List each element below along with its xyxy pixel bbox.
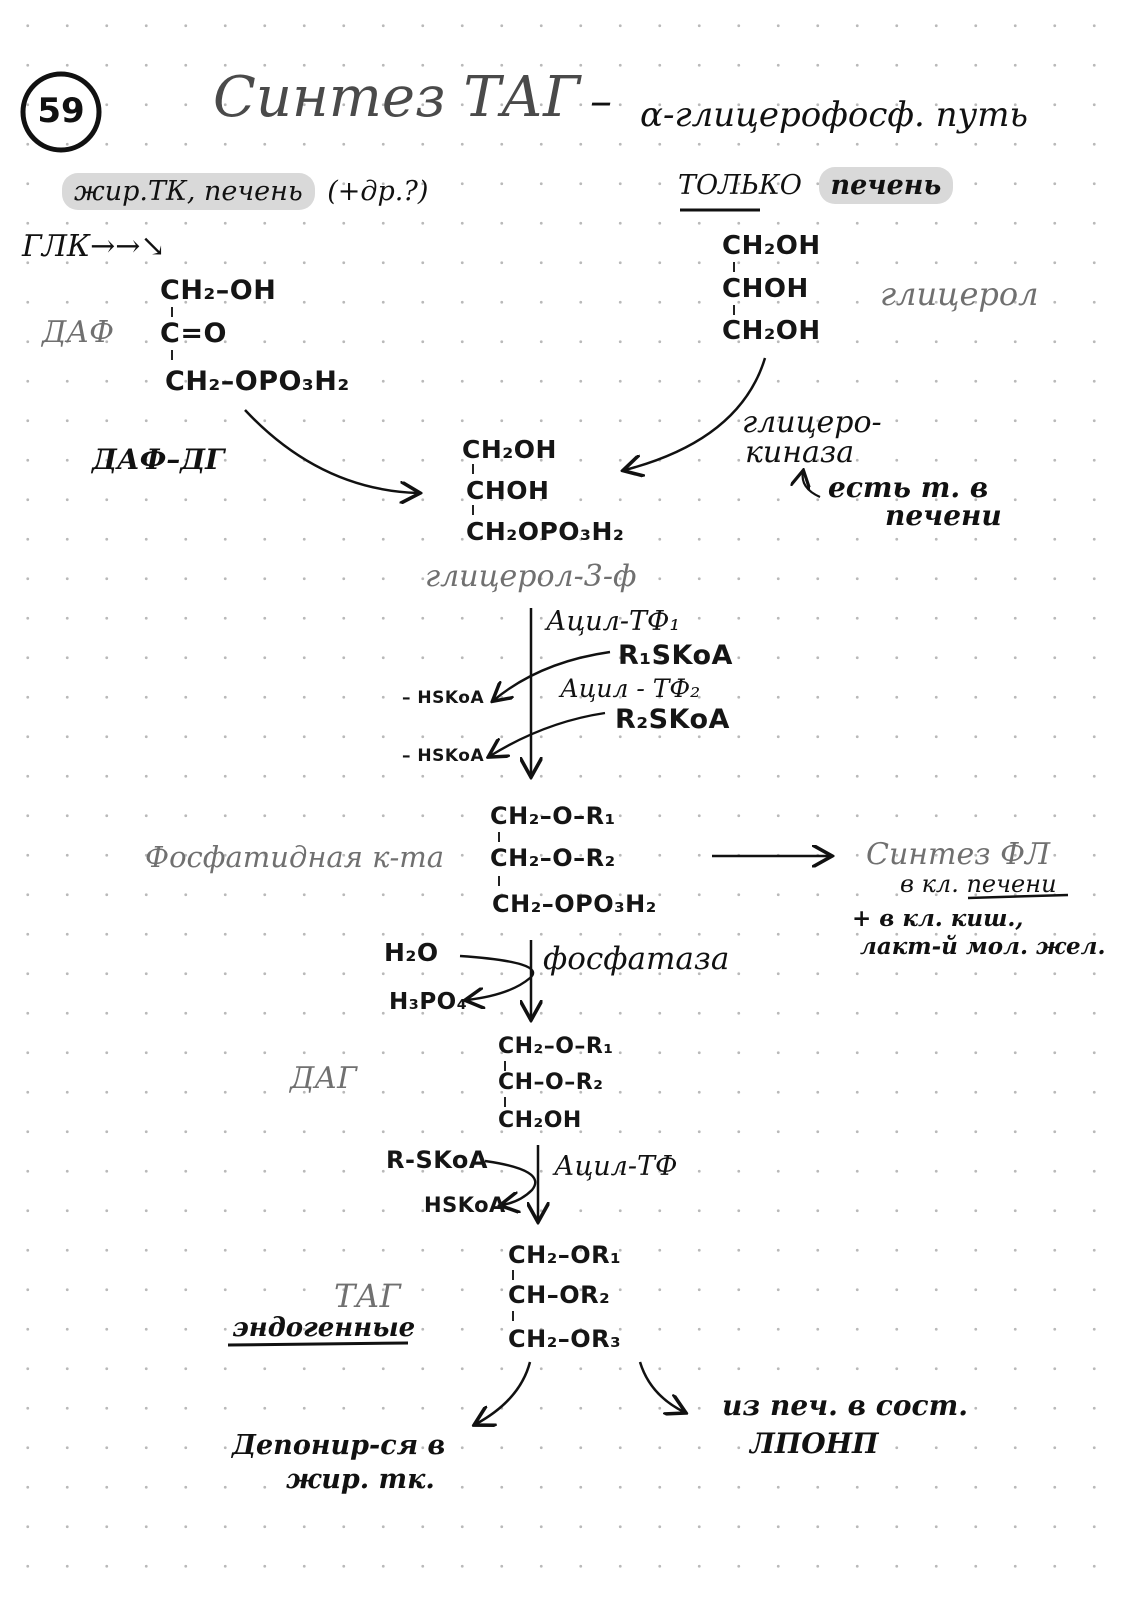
phosphatase-enzyme: фосфатаза	[543, 941, 730, 977]
only-label: ТОЛЬКО	[678, 170, 802, 201]
pa-line-3: CH₂–OPO₃H₂	[492, 890, 657, 918]
hskoa-1: – HSKoA	[402, 688, 485, 708]
tag-left-arrow	[476, 1361, 532, 1424]
tag-line-1: CH₂–OR₁	[508, 1241, 622, 1269]
pa-bond-2	[498, 876, 500, 886]
daf-line-3: CH₂–OPO₃H₂	[165, 366, 350, 397]
dag-label: ДАГ	[290, 1061, 357, 1096]
tissues-note: (+др.?)	[327, 176, 429, 207]
daf-to-g3p-arrow	[244, 409, 418, 493]
tag-line-3: CH₂–OR₃	[508, 1325, 622, 1353]
glycerol-line-2: CHOH	[722, 274, 809, 304]
water-acid-curve-arrow	[459, 954, 535, 1000]
glycerol-bond-2	[733, 305, 735, 315]
glycerokinase-line-2: киназа	[745, 435, 855, 470]
dag-line-3: CH₂OH	[498, 1108, 582, 1133]
pl-synthesis-title: Синтез ФЛ	[866, 837, 1051, 872]
daf-dg-enzyme: ДАФ–ДГ	[92, 443, 225, 476]
liver-highlight: печень	[818, 167, 954, 204]
outcome-left-line-1: Депонир-ся в	[232, 1430, 446, 1461]
tag-right-arrow	[638, 1361, 684, 1412]
r2-skoa: R₂SKoA	[615, 704, 730, 735]
daf-label: ДАФ	[42, 315, 115, 350]
daf-bond-1	[171, 307, 173, 317]
water: H₂O	[384, 938, 439, 967]
outcome-right-line-1: из печ. в сост.	[722, 1389, 968, 1422]
glycerokinase-note-line-1: есть т. в	[828, 471, 989, 504]
outcome-right-line-2: ЛПОНП	[750, 1427, 879, 1460]
glucose-source: ГЛК→→↘	[22, 229, 166, 264]
phosphatidic-label: Фосфатидная к-та	[145, 840, 445, 874]
glycerol-line-1: CH₂OH	[722, 231, 821, 261]
glycerokinase-note-line-2: печени	[885, 499, 1002, 532]
tag-bond-1	[512, 1270, 514, 1280]
glycerol-line-3: CH₂OH	[722, 316, 821, 346]
pl-synthesis-where: в кл. печени	[900, 870, 1057, 898]
g3p-bond-2	[472, 505, 474, 515]
title-dash: –	[590, 76, 612, 127]
acyl-tf1-enzyme: Ацил-ТФ₁	[546, 606, 681, 637]
hskoa-3: HSKoA	[424, 1193, 506, 1217]
only-liver-label: ТОЛЬКО печень	[678, 167, 954, 204]
dag-line-2: CH–O–R₂	[498, 1070, 604, 1095]
r-skoa: R-SKoA	[386, 1146, 488, 1174]
glycerol-bond-1	[733, 262, 735, 272]
r1-skoa: R₁SKoA	[618, 640, 733, 671]
pa-line-2: CH₂–O–R₂	[490, 844, 616, 872]
pa-bond-1	[498, 832, 500, 842]
tag-bond-2	[512, 1311, 514, 1321]
tag-line-2: CH–OR₂	[508, 1281, 611, 1309]
dag-bond-1	[504, 1061, 506, 1071]
g3p-line-3: CH₂OPO₃H₂	[466, 517, 625, 546]
pa-line-1: CH₂–O–R₁	[490, 802, 616, 830]
tag-sublabel: эндогенные	[232, 1313, 416, 1343]
note-arrow	[803, 472, 821, 499]
page-title: Синтез ТАГ	[213, 65, 581, 130]
daf-line-2: C=O	[160, 318, 227, 349]
page-number: 59	[37, 91, 85, 131]
tag-label: ТАГ	[334, 1277, 401, 1315]
daf-bond-2	[171, 350, 173, 360]
dag-bond-2	[504, 1097, 506, 1107]
g3p-bond-1	[472, 464, 474, 474]
daf-line-1: CH₂–OH	[160, 275, 277, 306]
outcome-left-line-2: жир. тк.	[286, 1464, 435, 1495]
pl-synthesis-note-1: + в кл. киш.,	[852, 905, 1024, 932]
g3p-label: глицерол-3-ф	[425, 559, 637, 594]
pl-synthesis-note-2: лакт-й мол. жел.	[860, 933, 1106, 960]
endogenous-underline	[227, 1341, 409, 1347]
page-subtitle: α-глицерофосф. путь	[640, 95, 1028, 135]
acyl-tf3-enzyme: Ацил-ТФ	[554, 1151, 678, 1182]
hskoa-2: – HSKoA	[402, 746, 485, 766]
dag-line-1: CH₂–O–R₁	[498, 1034, 614, 1059]
acyl2-curve-arrow	[490, 711, 606, 756]
tissues-highlight: жир.ТК, печень	[62, 173, 315, 210]
glycerol-label: глицерол	[880, 275, 1039, 313]
acyl-tf2-enzyme: Ацил - ТФ₂	[560, 674, 701, 703]
g3p-line-1: CH₂OH	[462, 435, 557, 464]
glycerokinase-line-1: глицеро-	[742, 405, 882, 440]
phosphoric-acid: H₃PO₄	[389, 989, 468, 1015]
tissues-label: жир.ТК, печень (+др.?)	[62, 173, 429, 210]
g3p-line-2: CHOH	[466, 476, 550, 505]
